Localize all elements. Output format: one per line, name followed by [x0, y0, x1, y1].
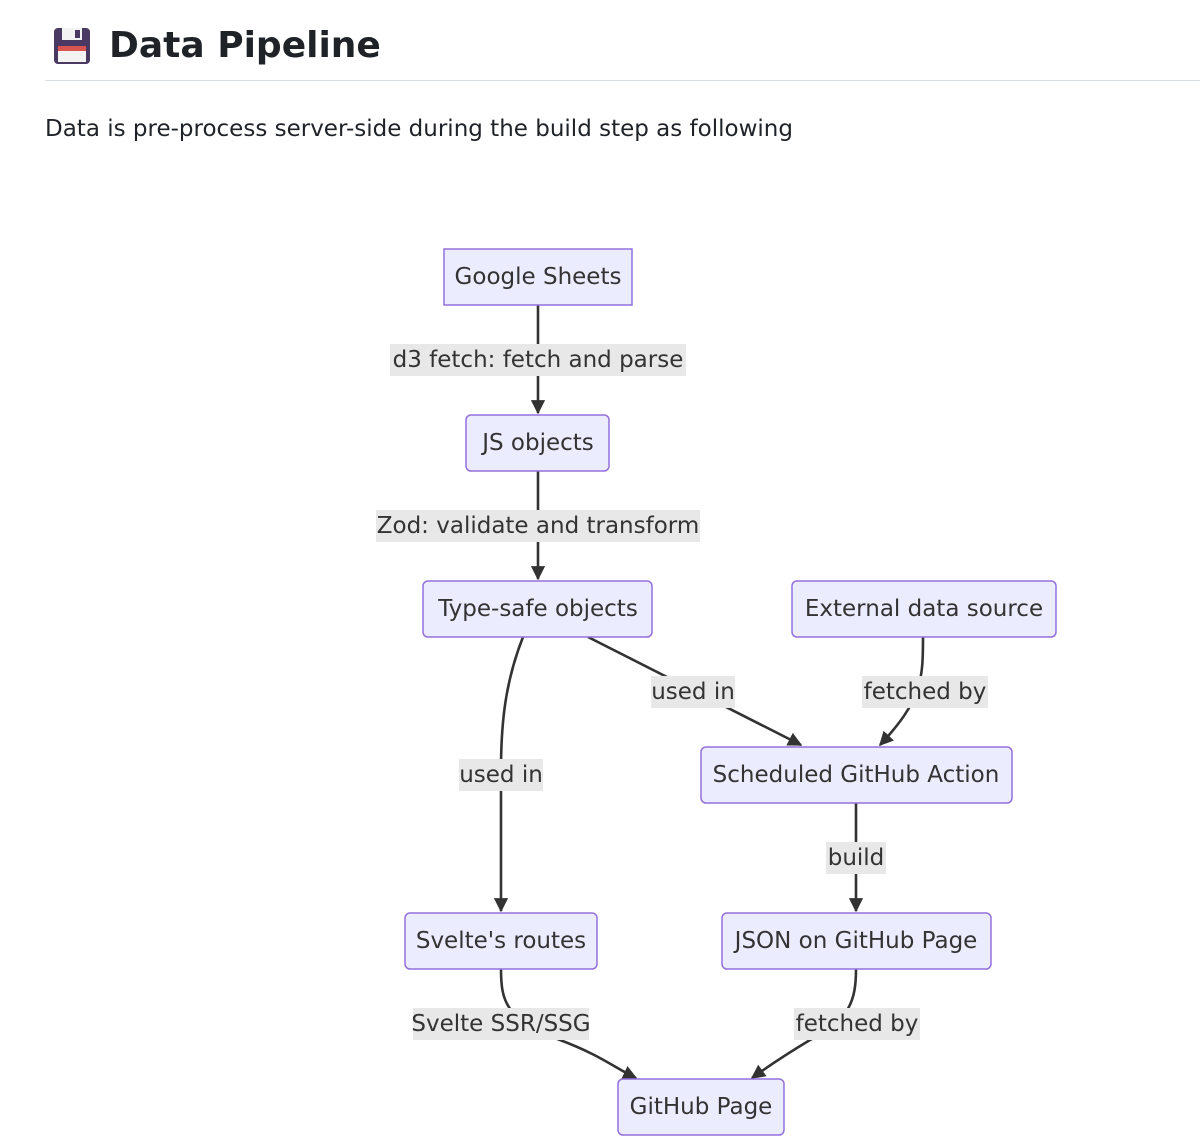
- edge-label-text: build: [828, 845, 885, 871]
- node-label: JS objects: [480, 430, 594, 456]
- page-title: Data Pipeline: [109, 25, 381, 66]
- node-label: Scheduled GitHub Action: [713, 762, 1000, 788]
- edge-label: Zod: validate and transform: [376, 510, 700, 542]
- node-scheduled-github-action: Scheduled GitHub Action: [700, 746, 1013, 804]
- node-label: JSON on GitHub Page: [733, 928, 978, 954]
- edge-label-text: fetched by: [864, 679, 987, 705]
- node-sveltes-routes: Svelte's routes: [404, 912, 598, 970]
- node-external-data-source: External data source: [791, 580, 1057, 638]
- node-json-on-github-page: JSON on GitHub Page: [721, 912, 992, 970]
- edge-label-text: Svelte SSR/SSG: [411, 1011, 590, 1037]
- edge-label-text: used in: [651, 679, 735, 705]
- edge-label: Svelte SSR/SSG: [411, 1008, 591, 1040]
- node-label: External data source: [805, 596, 1043, 622]
- intro-paragraph: Data is pre-process server-side during t…: [45, 116, 793, 142]
- edge-label-text: used in: [459, 762, 543, 788]
- node-github-page: GitHub Page: [617, 1078, 785, 1136]
- edge-label: d3 fetch: fetch and parse: [390, 344, 686, 376]
- node-type-safe-objects: Type-safe objects: [422, 580, 653, 638]
- section-heading: Data Pipeline: [45, 20, 1200, 81]
- edge-label: used in: [651, 676, 735, 708]
- node-google-sheets: Google Sheets: [443, 248, 633, 306]
- edge-label: used in: [459, 759, 543, 791]
- node-label: Svelte's routes: [416, 928, 586, 954]
- edge-label-text: Zod: validate and transform: [377, 513, 699, 539]
- edge-label: build: [826, 842, 886, 874]
- floppy-disk-icon: [54, 28, 90, 64]
- node-label: Type-safe objects: [437, 596, 638, 622]
- edge-label: fetched by: [862, 676, 988, 708]
- node-label: GitHub Page: [630, 1094, 773, 1120]
- edge-label-text: fetched by: [796, 1011, 919, 1037]
- edge-label: fetched by: [794, 1008, 920, 1040]
- node-js-objects: JS objects: [465, 414, 610, 472]
- edge-label-text: d3 fetch: fetch and parse: [393, 347, 684, 373]
- node-label: Google Sheets: [455, 264, 622, 290]
